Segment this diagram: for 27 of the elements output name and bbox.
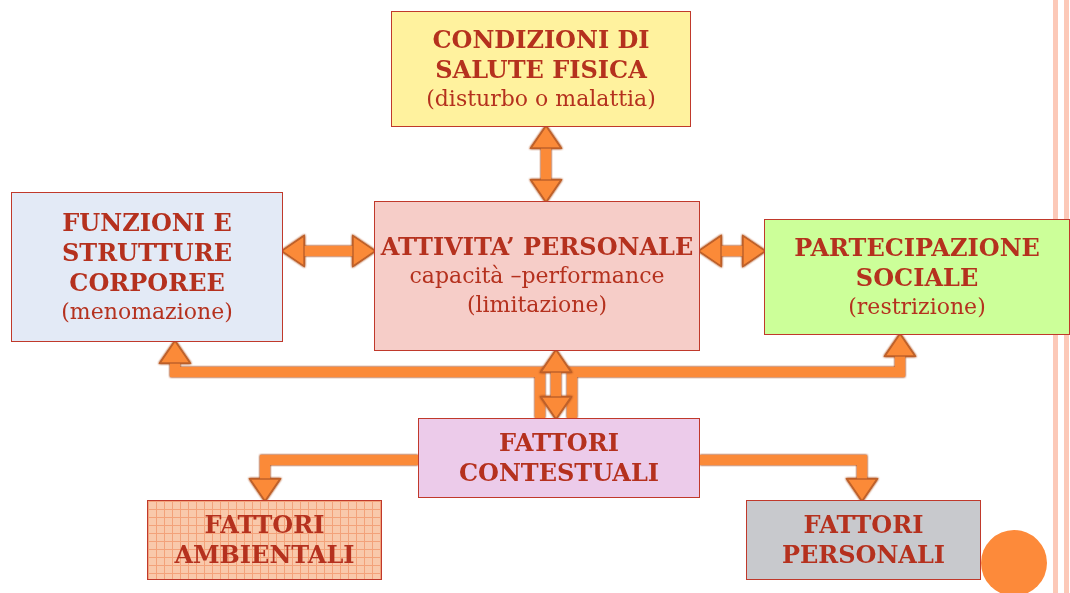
block-arrow xyxy=(540,349,572,420)
box-title: FATTORI AMBIENTALI xyxy=(173,510,356,570)
participation-box xyxy=(764,219,1070,335)
environment-factors-box xyxy=(147,500,382,580)
body-function-box xyxy=(11,192,283,342)
block-arrow xyxy=(700,455,878,502)
box-subtitle: (restrizione) xyxy=(848,292,986,321)
activity-box xyxy=(374,201,700,351)
box-title: FATTORI PERSONALI xyxy=(780,510,947,570)
box-title: ATTIVITA’ PERSONALE xyxy=(380,232,694,263)
box-title: CONDIZIONI DI SALUTE FISICA xyxy=(431,24,651,85)
block-arrow xyxy=(698,235,766,267)
box-title: FATTORI CONTESTUALI xyxy=(457,428,661,488)
box-subtitle: capacità –performance xyxy=(409,262,665,291)
block-arrow xyxy=(281,235,376,267)
context-factors-box xyxy=(418,418,700,498)
block-arrow xyxy=(567,333,916,418)
personal-factors-box xyxy=(746,500,981,580)
box-title: PARTECIPAZIONE SOCIALE xyxy=(793,232,1041,293)
box-subtitle: (menomazione) xyxy=(61,297,233,326)
block-arrow xyxy=(530,125,562,203)
condition-box xyxy=(391,11,691,127)
block-arrow xyxy=(159,340,545,418)
box-subtitle: (disturbo o malattia) xyxy=(426,84,656,113)
box-subtitle: (limitazione) xyxy=(466,291,608,319)
box-title: FUNZIONI E STRUTTURE CORPOREE xyxy=(60,207,234,298)
block-arrow xyxy=(249,455,418,502)
